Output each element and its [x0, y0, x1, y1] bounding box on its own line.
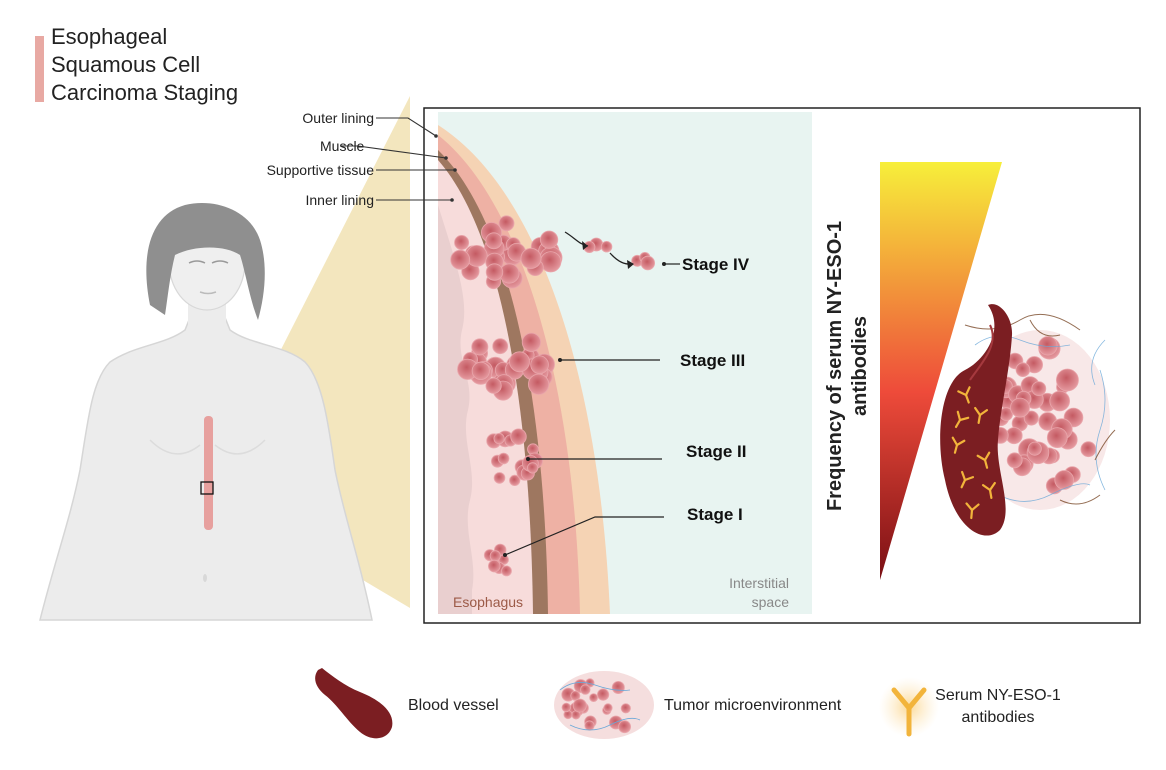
tumor-cell-stage-ii	[509, 474, 521, 486]
legend-tme-cell	[603, 703, 613, 713]
tme-cell	[1023, 410, 1039, 426]
tumor-cell-stage-iii	[530, 355, 549, 375]
tme-cell	[1049, 390, 1070, 412]
tumor-cell-stage-i	[489, 550, 501, 562]
frequency-gradient-wedge	[880, 162, 1002, 580]
legend-antibodies-label-line-1: Serum NY-ESO-1	[935, 687, 1061, 704]
body-esophagus	[204, 416, 213, 530]
tumor-cell-stage-iii	[485, 377, 502, 394]
tumor-cell-stage-iv	[450, 249, 471, 270]
tme-blood-vessel	[940, 304, 1013, 536]
tumor-microenvironment-illustration	[940, 304, 1116, 536]
legend-tme-cell	[584, 720, 595, 731]
legend-tme-icon	[561, 678, 631, 734]
title-line-1: Esophageal	[51, 24, 167, 49]
metastatic-cell	[600, 240, 613, 253]
legend-blood-vessel-label: Blood vessel	[408, 697, 499, 714]
esophagus-lumen	[438, 205, 474, 614]
label-stage-i: Stage I	[687, 505, 743, 524]
tumor-clusters	[450, 215, 656, 577]
tme-antibody	[965, 502, 980, 520]
legend-tme-cell	[561, 702, 572, 713]
tumor-cell-stage-iv	[498, 215, 515, 232]
tumor-cell-stage-iv	[485, 232, 503, 250]
tumor-cell-stage-iii	[521, 332, 542, 352]
tme-cell	[1006, 452, 1023, 469]
legend-vessel-icon	[315, 668, 393, 739]
tumor-cell-stage-ii	[526, 462, 539, 474]
tme-antibody	[960, 470, 975, 489]
tumor-cell-stage-ii	[493, 472, 506, 484]
legend-tme-cell	[620, 703, 631, 714]
legend-antibodies-label-line-2: antibodies	[962, 709, 1035, 726]
zoom-marker	[200, 481, 214, 495]
tumor-cell-stage-ii	[510, 428, 527, 445]
label-stage-iv: Stage IV	[682, 255, 750, 274]
label-muscle: Muscle	[320, 138, 365, 154]
legend-antibodies: Serum NY-ESO-1 antibodies	[879, 677, 1061, 737]
tumor-cell-stage-iv	[454, 234, 470, 250]
legend-blood-vessel: Blood vessel	[315, 668, 499, 739]
tme-antibody	[974, 406, 989, 424]
label-inner-lining: Inner lining	[306, 192, 375, 208]
tme-antibodies	[951, 386, 996, 520]
tumor-cell-stage-i	[487, 559, 501, 573]
frequency-label-line-2: antibodies	[849, 316, 871, 416]
tumor-cell-stage-iv	[520, 247, 542, 269]
legend-tme-cell	[589, 693, 598, 702]
tumor-cell-stage-iv	[485, 263, 504, 281]
label-supportive-tissue: Supportive tissue	[267, 162, 375, 178]
tumor-cell-stage-ii	[497, 452, 510, 465]
tme-cell	[1056, 368, 1079, 392]
tme-cell	[1038, 336, 1058, 356]
tme-antibody	[981, 481, 996, 499]
legend-tme-label: Tumor microenvironment	[664, 697, 842, 714]
woman-figure	[39, 203, 373, 621]
tumor-cell-stage-i	[501, 565, 512, 577]
tme-cell	[1015, 362, 1031, 378]
metastatic-cell	[640, 255, 656, 271]
legend-tumor-microenvironment: Tumor microenvironment	[554, 671, 842, 739]
title-line-2: Squamous Cell	[51, 52, 200, 77]
tumor-cell-stage-ii	[493, 432, 505, 445]
tme-tumor-cells	[977, 336, 1097, 495]
tumor-cell-stage-iii	[471, 361, 490, 380]
label-esophagus: Esophagus	[453, 594, 523, 610]
tme-antibody	[957, 386, 971, 404]
tumor-cell-stage-iii	[527, 373, 550, 395]
stage-leaders	[504, 263, 680, 556]
tme-cell	[1080, 441, 1097, 458]
label-stage-iii: Stage III	[680, 351, 745, 370]
legend-tme-cell	[580, 684, 591, 695]
title-accent-bar	[35, 36, 44, 102]
legend-tme-cell	[611, 681, 625, 695]
tumor-cell-stage-iv	[539, 230, 559, 249]
tumor-cell-stage-iii	[492, 338, 509, 355]
tme-cell	[1054, 470, 1074, 490]
label-stage-ii: Stage II	[686, 442, 746, 461]
tme-cell	[1027, 441, 1042, 456]
tme-cell	[1046, 427, 1068, 449]
antibody-icon	[891, 687, 927, 737]
tme-antibody	[976, 451, 991, 469]
label-space: space	[752, 594, 790, 610]
label-outer-lining: Outer lining	[302, 110, 374, 126]
tumor-cell-stage-iii	[509, 351, 530, 373]
tme-cell	[1010, 397, 1030, 418]
legend-tme-cell	[572, 698, 587, 713]
tumor-cell-stage-iii	[471, 338, 489, 356]
tme-antibody	[954, 410, 970, 429]
layer-leaders	[340, 117, 455, 201]
tme-cell	[1031, 381, 1047, 397]
legend-tme-cell	[596, 688, 610, 701]
frequency-label-line-1: Frequency of serum NY-ESO-1	[824, 221, 846, 511]
tme-antibody	[951, 436, 966, 454]
title-line-3: Carcinoma Staging	[51, 80, 238, 105]
label-interstitial: Interstitial	[729, 575, 789, 591]
legend-tme-cell	[618, 720, 631, 734]
